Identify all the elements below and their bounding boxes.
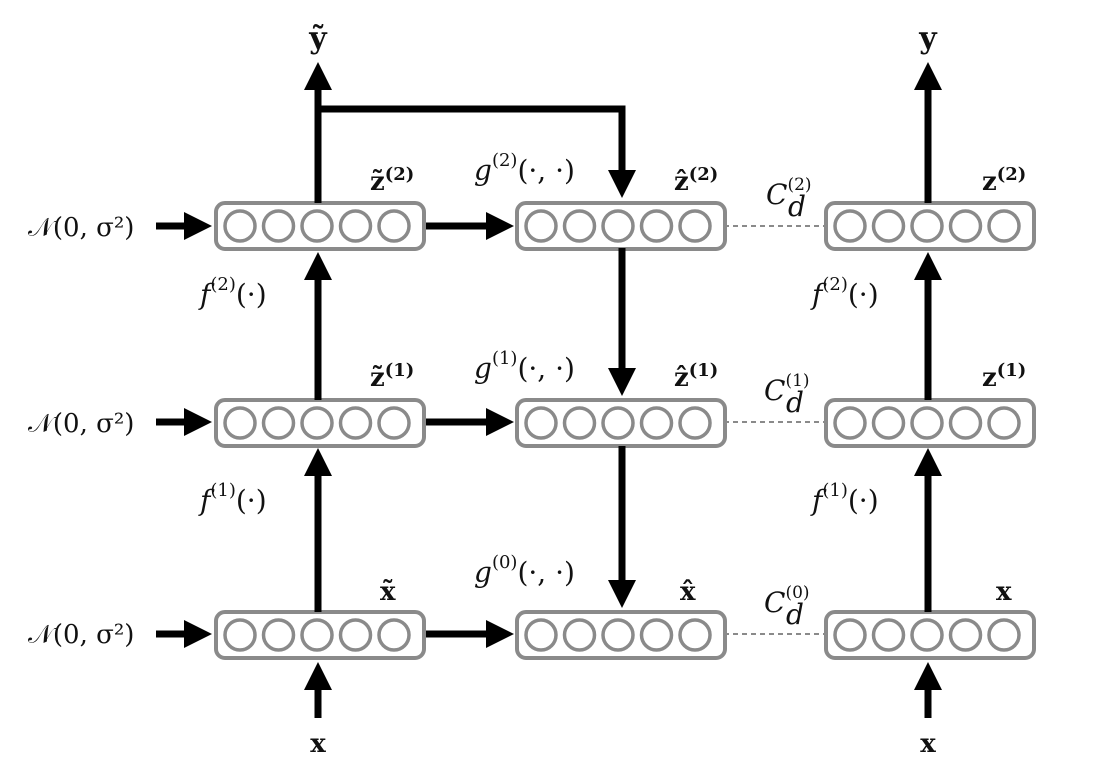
clean-layer-1-unit: [833, 406, 867, 440]
clean-layer-2-unit: [910, 209, 944, 243]
layer-boxes: [214, 201, 1036, 660]
corrupted-layer-0-unit: [261, 618, 296, 652]
denoising-layer-2-unit: [601, 209, 635, 243]
decoder-0-label: g(0)(·, ·): [474, 552, 575, 589]
cost-1-subscript: d: [786, 386, 804, 419]
denoising-layer-1-unit: [524, 406, 558, 440]
corrupted-layer-1-unit: [300, 406, 334, 440]
corrupted-layer-2-unit: [338, 209, 373, 243]
denoising-layer-2-unit: [524, 209, 558, 243]
clean-layer-1-label: z(1): [982, 360, 1026, 393]
cost-0-label: C(0): [764, 583, 810, 619]
corrupted-layer-1-unit: [338, 406, 373, 440]
corrupted-layer-0-label: x̃: [380, 577, 396, 607]
denoising-layer-2-unit: [678, 209, 712, 243]
decoder-2-label: g(2)(·, ·): [474, 150, 575, 187]
noise-input-middle: 𝒩(0, σ²): [28, 408, 212, 439]
corrupted-layer-0-unit: [338, 618, 373, 652]
corrupted-layer-1-unit: [223, 406, 257, 440]
cost-2-subscript: d: [788, 190, 806, 223]
denoised-layer-0-label: x̂: [680, 577, 696, 607]
corrupted-layer-2-unit: [377, 209, 411, 243]
corrupted-layer-2-unit: [261, 209, 296, 243]
cost-2-label: C(2): [766, 175, 812, 211]
denoising-layer-2-unit: [639, 209, 674, 243]
clean-layer-2-unit: [948, 209, 983, 243]
corrupted-layer-1-unit: [261, 406, 296, 440]
corrupted-encoder-arrows: [304, 62, 332, 718]
denoising-layer-1-unit: [678, 406, 712, 440]
clean-layer-2-label: z(2): [982, 164, 1026, 197]
denoising-layer-0-unit: [524, 618, 558, 652]
clean-output-label: y: [918, 21, 938, 56]
lateral-connections: [318, 105, 636, 648]
noise-input-top: 𝒩(0, σ²): [28, 212, 212, 243]
corrupted-layer-2-unit: [300, 209, 334, 243]
clean-layer-0-unit: [987, 618, 1021, 652]
corrupted-layer-1-label: z̃(1): [370, 360, 414, 393]
clean-layer-1-unit: [871, 406, 906, 440]
denoising-layer-0-unit: [678, 618, 712, 652]
clean-layer-2-unit: [871, 209, 906, 243]
clean-layer-0-unit: [948, 618, 983, 652]
cost-1-label: C(1): [764, 371, 810, 407]
corrupted-encoder-1-label: f(1)(·): [198, 480, 267, 517]
corrupted-input-label: x: [310, 729, 326, 759]
denoising-layer-0-unit: [562, 618, 597, 652]
corrupted-layer-0-unit: [300, 618, 334, 652]
corrupted-layer-2-unit: [223, 209, 257, 243]
denoised-layer-2-label: ẑ(2): [674, 164, 718, 197]
clean-layer-1-unit: [987, 406, 1021, 440]
noise-label-top: 𝒩(0, σ²): [28, 213, 134, 243]
clean-layer-0-label: x: [996, 577, 1012, 607]
clean-layer-0-unit: [871, 618, 906, 652]
clean-layer-2-unit: [833, 209, 867, 243]
clean-input-label: x: [920, 729, 936, 759]
clean-layer-2-unit: [987, 209, 1021, 243]
denoising-layer-0-unit: [601, 618, 635, 652]
clean-layer-0-unit: [910, 618, 944, 652]
denoising-layer-1-unit: [562, 406, 597, 440]
denoised-layer-1-label: ẑ(1): [674, 360, 718, 393]
clean-layer-1-unit: [910, 406, 944, 440]
denoising-layer-1-unit: [639, 406, 674, 440]
corrupted-encoder-2-label: f(2)(·): [198, 274, 267, 311]
denoising-layer-1-unit: [601, 406, 635, 440]
noise-input-bottom: 𝒩(0, σ²): [28, 620, 212, 650]
cost-connections: [724, 225, 826, 635]
clean-layer-0-unit: [833, 618, 867, 652]
corrupted-layer-1-unit: [377, 406, 411, 440]
clean-encoder-1-label: f(1)(·): [810, 480, 879, 517]
decoder-arrows: [608, 248, 636, 608]
corrupted-output-label: ỹ: [308, 21, 328, 56]
corrupted-layer-0-unit: [377, 618, 411, 652]
denoising-layer-2-unit: [562, 209, 597, 243]
noise-label-middle: 𝒩(0, σ²): [28, 409, 134, 439]
denoising-layer-0-unit: [639, 618, 674, 652]
cost-0-subscript: d: [786, 598, 804, 631]
clean-layer-1-unit: [948, 406, 983, 440]
corrupted-layer-2-label: z̃(2): [370, 164, 414, 197]
clean-encoder-2-label: f(2)(·): [810, 274, 879, 311]
noise-label-bottom: 𝒩(0, σ²): [28, 620, 134, 650]
corrupted-layer-0-unit: [223, 618, 257, 652]
decoder-1-label: g(1)(·, ·): [474, 348, 575, 385]
clean-encoder-arrows: [914, 62, 942, 718]
